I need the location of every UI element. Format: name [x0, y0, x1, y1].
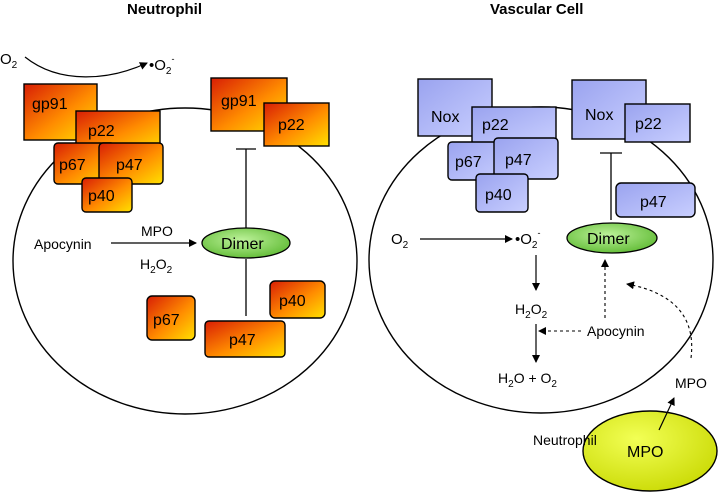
- vascular-inactive-p47-box: [615, 182, 696, 218]
- vascular-water-oxygen: H2O + O2: [498, 370, 557, 390]
- vascular-inactive-nox-label: Nox: [585, 107, 613, 124]
- vascular-inactive-p22-box: [624, 103, 691, 143]
- neutrophil-dimer-node: [201, 227, 291, 259]
- neutrophil-h2o2: H2O2: [140, 256, 173, 276]
- vascular-oxygen: O2: [391, 231, 409, 251]
- neutrophil-superoxide-arrow: [24, 56, 148, 78]
- vascular-cell-title: Vascular Cell: [490, 1, 583, 18]
- neutrophil-inactive-p22-box: [263, 102, 330, 147]
- vascular-p40-box: [475, 173, 529, 213]
- neutrophil-p67-label: p67: [59, 157, 86, 174]
- neutrophil-oxygen: O2: [0, 51, 18, 71]
- external-neutrophil-mpo: MPO: [627, 444, 663, 461]
- vascular-apocynin: Apocynin: [587, 323, 645, 339]
- external-mpo-release-arrow: [658, 397, 675, 431]
- external-neutrophil-label: Neutrophil: [533, 432, 597, 448]
- external-neutrophil-cell: [582, 410, 718, 492]
- vascular-inactive-p22-label: p22: [635, 116, 662, 133]
- vascular-p40-label: p40: [485, 187, 512, 204]
- vascular-nox-label: Nox: [431, 109, 459, 126]
- neutrophil-cytosolic-p47-box: [204, 320, 286, 358]
- neutrophil-cytosolic-p67-label: p67: [153, 312, 180, 329]
- neutrophil-apocynin: Apocynin: [34, 236, 92, 252]
- vascular-mpo-dashed-arrow: [626, 281, 693, 359]
- neutrophil-cytosolic-p47-label: p47: [229, 332, 256, 349]
- neutrophil-inactive-gp91-label: gp91: [221, 93, 257, 110]
- vascular-mpo: MPO: [675, 375, 707, 391]
- neutrophil-title: Neutrophil: [127, 1, 202, 18]
- neutrophil-p40-label: p40: [88, 188, 115, 205]
- vascular-p22-label: p22: [482, 117, 509, 134]
- vascular-h2o2: H2O2: [515, 301, 548, 321]
- neutrophil-mpo: MPO: [141, 223, 173, 239]
- neutrophil-superoxide: •O2-: [149, 54, 174, 77]
- neutrophil-gp91-label: gp91: [32, 96, 68, 113]
- neutrophil-p47-label: p47: [116, 157, 143, 174]
- neutrophil-cytosolic-p40-box: [269, 280, 326, 319]
- neutrophil-cytosolic-p67-box: [146, 295, 196, 341]
- vascular-superoxide: •O2-: [515, 228, 540, 251]
- neutrophil-cell-membrane: [12, 107, 358, 415]
- neutrophil-p40-box: [81, 177, 133, 213]
- vascular-p67-label: p67: [455, 154, 482, 171]
- neutrophil-dimer-label: Dimer: [221, 236, 264, 253]
- neutrophil-inactive-p22-label: p22: [278, 117, 305, 134]
- neutrophil-p22-label: p22: [88, 123, 115, 140]
- vascular-inactive-p47-label: p47: [640, 194, 667, 211]
- vascular-dimer-label: Dimer: [587, 231, 630, 248]
- neutrophil-cytosolic-p40-label: p40: [279, 293, 306, 310]
- vascular-p47-label: p47: [505, 152, 532, 169]
- vascular-dimer-node: [566, 222, 658, 254]
